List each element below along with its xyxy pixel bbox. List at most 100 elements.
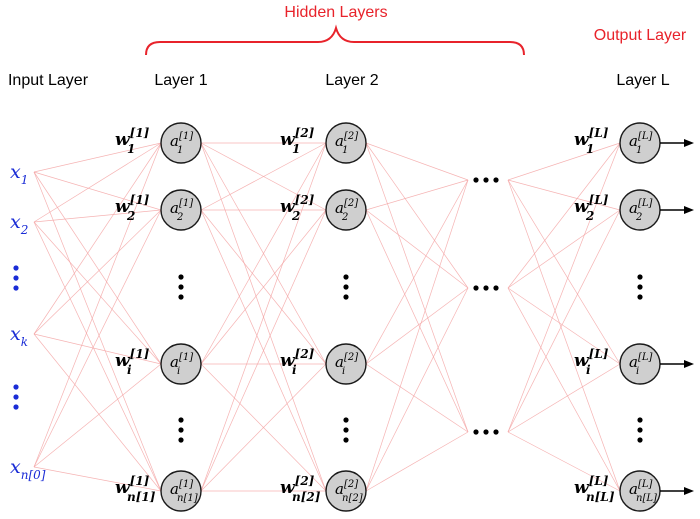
input-ellipsis-dots bbox=[13, 285, 19, 291]
weight-label: w[L]i bbox=[574, 347, 609, 377]
layer-2-label: Layer 2 bbox=[325, 72, 378, 89]
weight-label: w[2]n[2] bbox=[280, 474, 321, 504]
connection-line bbox=[365, 142, 469, 433]
layer-ellipsis-dots bbox=[493, 177, 499, 183]
connection-line bbox=[33, 142, 162, 468]
activation-label: a[1]1 bbox=[170, 131, 193, 156]
layer-ellipsis-dots bbox=[493, 285, 499, 291]
activation-label: a[L]1 bbox=[629, 131, 652, 156]
input-layer-label: Input Layer bbox=[8, 72, 89, 89]
neuron-ellipsis-dots bbox=[343, 437, 349, 443]
connection-line bbox=[507, 142, 621, 289]
input-node-label: x2 bbox=[10, 211, 28, 237]
neuron bbox=[619, 189, 661, 231]
output-arrowhead bbox=[684, 360, 694, 368]
neuron-ellipsis-dots bbox=[178, 284, 184, 290]
neuron bbox=[619, 122, 661, 164]
input-node-label: xn[0] bbox=[10, 456, 46, 482]
layer-ellipsis-dots bbox=[493, 429, 499, 435]
layer-ellipsis-dots bbox=[473, 429, 479, 435]
hidden-layers-brace bbox=[145, 24, 525, 56]
activation-label: a[2]n[2] bbox=[335, 479, 363, 504]
connection-line bbox=[507, 209, 621, 289]
connections bbox=[33, 142, 621, 492]
connection-line bbox=[200, 209, 327, 365]
neuron-ellipsis-dots bbox=[178, 437, 184, 443]
weight-label: w[1]1 bbox=[115, 126, 150, 156]
connection-line bbox=[365, 179, 469, 211]
neuron-ellipsis-dots bbox=[343, 284, 349, 290]
weight-label: w[1]2 bbox=[115, 193, 150, 223]
connection-line bbox=[365, 179, 469, 492]
connection-line bbox=[365, 179, 469, 365]
connection-line bbox=[507, 142, 621, 433]
layer-1-label: Layer 1 bbox=[154, 72, 207, 89]
input-ellipsis-dots bbox=[13, 394, 19, 400]
connection-line bbox=[200, 142, 327, 492]
input-ellipsis-dots bbox=[13, 404, 19, 410]
connection-line bbox=[33, 466, 162, 492]
output-arrowhead bbox=[684, 139, 694, 147]
neuron bbox=[160, 343, 202, 385]
activation-label: a[1]i bbox=[170, 352, 193, 377]
connection-line bbox=[33, 333, 162, 365]
connection-line bbox=[365, 363, 469, 433]
weight-label: w[2]2 bbox=[280, 193, 315, 223]
connection-line bbox=[200, 142, 327, 365]
neuron-ellipsis-dots bbox=[637, 284, 643, 290]
neuron-ellipsis-dots bbox=[178, 417, 184, 423]
neuron-ellipsis-dots bbox=[343, 427, 349, 433]
activation-label: a[2]1 bbox=[335, 131, 358, 156]
connection-line bbox=[33, 142, 162, 223]
neuron bbox=[325, 470, 367, 512]
ellipsis-dots bbox=[13, 177, 643, 443]
weight-label: w[1]n[1] bbox=[115, 474, 156, 504]
neuron-ellipsis-dots bbox=[343, 294, 349, 300]
neuron-ellipsis-dots bbox=[178, 294, 184, 300]
connection-line bbox=[365, 431, 469, 492]
connection-line bbox=[365, 209, 469, 289]
activation-label: a[1]2 bbox=[170, 198, 193, 223]
connection-line bbox=[200, 363, 327, 492]
neuron-layers: a[1]1w[1]1a[1]2w[1]2a[1]iw[1]ia[1]n[1]w[… bbox=[115, 122, 694, 512]
connection-line bbox=[365, 142, 469, 289]
connection-line bbox=[507, 209, 621, 433]
neuron-ellipsis-dots bbox=[637, 417, 643, 423]
connection-line bbox=[507, 363, 621, 433]
input-node-label: x1 bbox=[10, 161, 28, 187]
connection-line bbox=[33, 333, 162, 492]
connection-line bbox=[365, 287, 469, 492]
connection-line bbox=[33, 142, 162, 335]
neuron bbox=[160, 470, 202, 512]
activation-label: a[L]i bbox=[629, 352, 652, 377]
weight-label: w[2]i bbox=[280, 347, 315, 377]
connection-line bbox=[33, 221, 162, 492]
connection-line bbox=[33, 171, 162, 492]
layer-l-label: Layer L bbox=[616, 72, 669, 89]
activation-label: a[2]i bbox=[335, 352, 358, 377]
neuron bbox=[160, 122, 202, 164]
connection-line bbox=[507, 179, 621, 365]
connection-line bbox=[507, 287, 621, 365]
activation-label: a[1]n[1] bbox=[170, 479, 198, 504]
connection-line bbox=[33, 171, 162, 365]
weight-label: w[L]2 bbox=[574, 193, 609, 223]
output-layer-label: Output Layer bbox=[594, 27, 687, 44]
output-arrowhead bbox=[684, 206, 694, 214]
layer-ellipsis-dots bbox=[473, 177, 479, 183]
neuron bbox=[619, 470, 661, 512]
connection-line bbox=[507, 179, 621, 211]
weight-label: w[L]n[L] bbox=[574, 474, 615, 504]
hidden-layers-label: Hidden Layers bbox=[284, 4, 387, 21]
connection-line bbox=[33, 221, 162, 365]
connection-line bbox=[507, 431, 621, 492]
neuron bbox=[160, 189, 202, 231]
neuron-ellipsis-dots bbox=[637, 427, 643, 433]
neuron bbox=[619, 343, 661, 385]
neuron-ellipsis-dots bbox=[178, 274, 184, 280]
input-ellipsis-dots bbox=[13, 275, 19, 281]
connection-line bbox=[200, 209, 327, 492]
connection-line bbox=[33, 142, 162, 173]
